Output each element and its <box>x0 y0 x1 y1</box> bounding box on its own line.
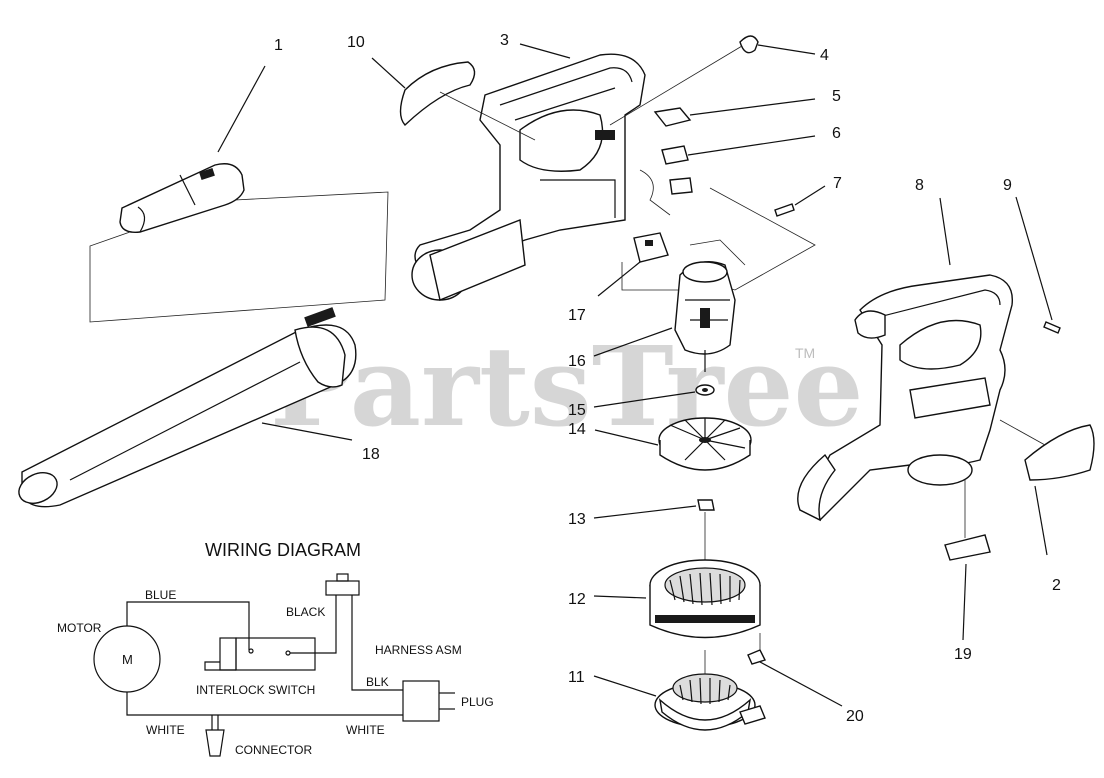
leader-6 <box>687 135 816 156</box>
part-12-fan-housing <box>649 559 761 639</box>
part-4-cone <box>739 35 759 54</box>
leader-16 <box>593 327 673 357</box>
part-17-connector <box>633 232 669 263</box>
part-9-screw <box>1043 321 1061 334</box>
callout-16: 16 <box>568 353 586 370</box>
leader-12 <box>593 595 647 599</box>
callout-19: 19 <box>954 646 972 663</box>
part-20-clip <box>747 649 766 665</box>
leader-9 <box>1015 196 1053 321</box>
callout-12: 12 <box>568 591 586 608</box>
leader-18 <box>261 422 353 441</box>
watermark-trademark: TM <box>795 345 815 361</box>
wire-6 <box>639 169 671 216</box>
leader-4 <box>757 44 816 55</box>
callout-18: 18 <box>362 446 380 463</box>
part-13-nut <box>697 499 715 511</box>
motor-label: MOTOR <box>57 621 102 635</box>
leader-11 <box>593 675 657 697</box>
callout-20: 20 <box>846 708 864 725</box>
plug-label: PLUG <box>461 695 494 709</box>
leader-10-b <box>439 91 536 141</box>
wiring-diagram: WIRING DIAGRAM M MOTOR BLUE INTERLOCK SW… <box>57 540 494 757</box>
leader-4-b <box>609 45 743 126</box>
leader-10 <box>371 57 406 89</box>
harness-wire <box>351 595 403 691</box>
leader-19 <box>962 563 967 641</box>
part-1-nozzle-tip <box>119 163 245 233</box>
part-7-screw <box>774 203 795 217</box>
blue-wire <box>126 601 250 650</box>
callout-2: 2 <box>1052 577 1061 594</box>
interlock-label: INTERLOCK SWITCH <box>196 683 315 697</box>
part-16-motor <box>674 261 736 372</box>
callout-10: 10 <box>347 34 365 51</box>
watermark-text: PartsTree <box>270 322 864 451</box>
part-6-connector <box>669 177 693 195</box>
wire-17 <box>621 262 680 291</box>
callout-13: 13 <box>568 511 586 528</box>
wire-connector <box>205 729 225 757</box>
part-8-assembled-housing <box>797 274 1014 522</box>
harness-label: HARNESS ASM <box>375 643 462 657</box>
leader-14 <box>594 429 659 446</box>
leader-7 <box>794 185 826 206</box>
assembly-box-1-18 <box>89 191 389 323</box>
callout-8: 8 <box>915 177 924 194</box>
white-right-label: WHITE <box>346 723 385 737</box>
white-wire <box>126 692 403 716</box>
interlock-switch-lever <box>219 637 237 671</box>
callout-15: 15 <box>568 402 586 419</box>
wire-17-b <box>689 239 746 266</box>
part-3-housing-half <box>411 53 646 301</box>
black-label: BLACK <box>286 605 325 619</box>
callout-1: 1 <box>274 37 283 54</box>
callout-7: 7 <box>833 175 842 192</box>
callout-4: 4 <box>820 47 829 64</box>
leader-13 <box>593 505 697 519</box>
blk-label: BLK <box>366 675 389 689</box>
part-19-decal <box>944 534 991 561</box>
callout-11: 11 <box>568 669 585 686</box>
leader-17 <box>597 261 641 297</box>
white-left-label: WHITE <box>146 723 185 737</box>
leader-15 <box>593 391 696 408</box>
motor-letter: M <box>122 652 133 667</box>
part-5-bracket <box>653 107 692 127</box>
connector-label: CONNECTOR <box>235 743 312 757</box>
part-10-label <box>399 61 476 127</box>
leader-8 <box>939 197 951 266</box>
callout-6: 6 <box>832 125 841 142</box>
leader-20 <box>759 661 843 707</box>
callout-3: 3 <box>500 32 509 49</box>
leader-2-b <box>999 419 1046 446</box>
plug-symbol <box>402 680 440 722</box>
interlock-switch-body <box>235 637 316 671</box>
callout-17: 17 <box>568 307 586 324</box>
part-18-blower-tube <box>18 307 357 508</box>
leader-3 <box>519 43 571 59</box>
interlock-switch-tab <box>204 661 236 671</box>
leader-1 <box>217 65 266 153</box>
part-14-impeller <box>658 417 752 471</box>
black-wire <box>290 595 337 654</box>
callout-9: 9 <box>1003 177 1012 194</box>
leader-5 <box>689 98 816 116</box>
part-6-switch <box>661 145 689 165</box>
part-11-intake-cover <box>654 673 766 731</box>
callout-14: 14 <box>568 421 586 438</box>
callout-5: 5 <box>832 88 841 105</box>
wiring-title: WIRING DIAGRAM <box>205 540 361 560</box>
leader-2 <box>1034 485 1048 556</box>
blue-label: BLUE <box>145 588 176 602</box>
part-2-label <box>1024 424 1095 481</box>
harness-connector <box>325 580 360 596</box>
